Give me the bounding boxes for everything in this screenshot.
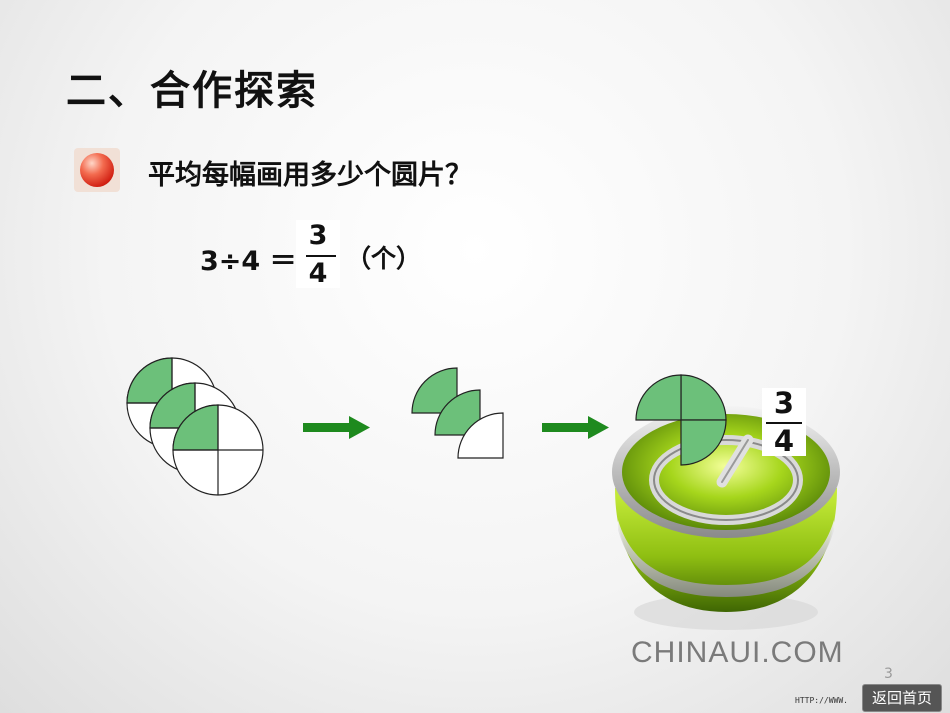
back-home-button[interactable]: 返回首页	[862, 684, 942, 712]
quarter-pieces	[411, 367, 504, 459]
url-text: HTTP://WWW.	[795, 696, 848, 705]
result-fraction-bar	[766, 422, 802, 424]
fraction-bar	[306, 255, 336, 257]
circle-3	[172, 404, 264, 496]
result-fraction: 3 4	[762, 386, 806, 458]
page-number: 3	[884, 666, 893, 682]
equation-unit: （个）	[346, 244, 422, 273]
fraction-denominator: 4	[308, 258, 328, 289]
arrow-right-icon	[303, 416, 370, 439]
fraction-numerator: 3	[308, 220, 328, 251]
equation-fraction: 3 4	[296, 220, 340, 289]
watermark-logo: CHINAUI.COM	[631, 636, 844, 669]
red-ball-icon	[74, 148, 120, 192]
arrow-right-icon	[542, 416, 609, 439]
page-title: 二、合作探索	[66, 68, 318, 114]
three-quarter-circle	[635, 374, 727, 466]
result-denominator: 4	[773, 424, 795, 458]
equation-lhs: 3÷4 ＝	[200, 246, 297, 277]
question-text: 平均每幅画用多少个圆片？	[148, 160, 472, 191]
result-numerator: 3	[773, 386, 795, 420]
